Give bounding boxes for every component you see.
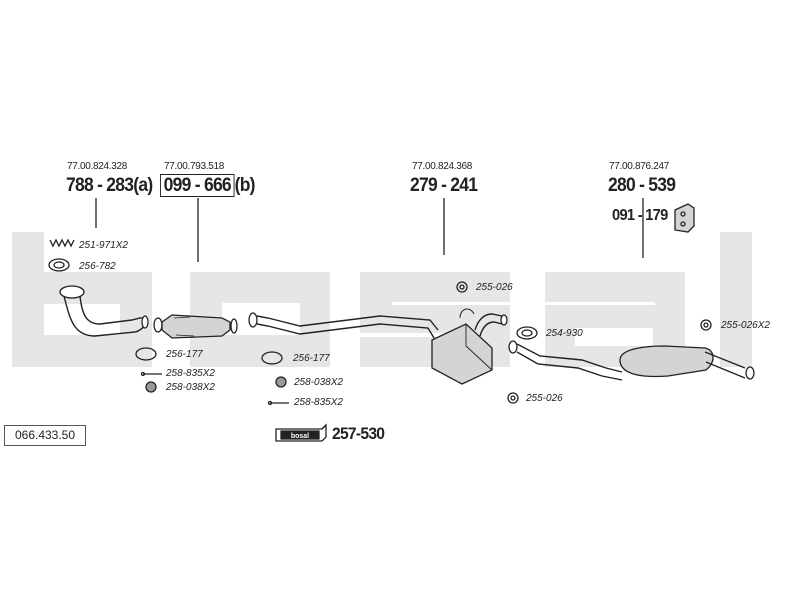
kit-part-number[interactable]: 257-530 xyxy=(332,424,385,443)
gasket-ring-icon xyxy=(48,258,70,272)
small-part-label[interactable]: 256-177 xyxy=(166,349,203,360)
oem-number: 77.00.876.247 xyxy=(609,161,670,172)
part-number-text[interactable]: 279 - 241 xyxy=(410,175,478,196)
part-number[interactable]: 280 - 539 xyxy=(608,175,676,197)
mounting-bracket xyxy=(674,203,695,233)
small-part-label[interactable]: 258-835X2 xyxy=(166,368,215,379)
catalytic-converter xyxy=(153,314,238,339)
oem-number: 77.00.793.518 xyxy=(164,161,225,172)
small-part-label[interactable]: 251-971X2 xyxy=(79,240,128,251)
rear-silencer xyxy=(508,340,755,381)
kit-logo: bosal xyxy=(291,433,309,440)
front-pipe xyxy=(59,285,149,337)
small-part-label[interactable]: 255-026 xyxy=(526,393,563,404)
gasket-icon xyxy=(135,347,157,361)
small-part-label[interactable]: 255-026X2 xyxy=(721,320,770,331)
oem-number: 77.00.824.328 xyxy=(67,161,128,172)
rubber-mount-icon xyxy=(456,281,712,404)
intermediate-pipe xyxy=(248,312,439,339)
spring-icon xyxy=(49,238,75,248)
small-part-label[interactable]: 258-038X2 xyxy=(166,382,215,393)
small-part-label[interactable]: 256-177 xyxy=(293,353,330,364)
middle-silencer xyxy=(431,308,508,385)
gasket-icon xyxy=(261,351,283,365)
small-part-label[interactable]: 258-835X2 xyxy=(294,397,343,408)
part-number-text[interactable]: 280 - 539 xyxy=(608,175,676,196)
small-part-label[interactable]: 254-930 xyxy=(546,328,583,339)
kit-icon xyxy=(275,423,327,442)
part-number[interactable]: 279 - 241 xyxy=(410,175,478,197)
small-part-label[interactable]: 256-782 xyxy=(79,261,116,272)
variant-suffix: (a) xyxy=(133,175,153,196)
catalog-number: 066.433.50 xyxy=(4,425,86,446)
nut-icon xyxy=(145,376,287,393)
part-number[interactable]: 788 - 283(a) xyxy=(66,175,153,197)
oem-number: 77.00.824.368 xyxy=(412,161,473,172)
bracket-part-number[interactable]: 091 - 179 xyxy=(612,207,668,224)
small-part-label[interactable]: 255-026 xyxy=(476,282,513,293)
part-number-text[interactable]: 099 - 666 xyxy=(160,174,235,197)
part-number-text[interactable]: 788 - 283 xyxy=(66,175,134,196)
bolt-icon xyxy=(140,371,289,406)
small-part-label[interactable]: 258-038X2 xyxy=(294,377,343,388)
part-number[interactable]: 099 - 666(b) xyxy=(160,174,256,197)
clamp-icon xyxy=(516,326,538,340)
variant-suffix: (b) xyxy=(234,175,256,196)
